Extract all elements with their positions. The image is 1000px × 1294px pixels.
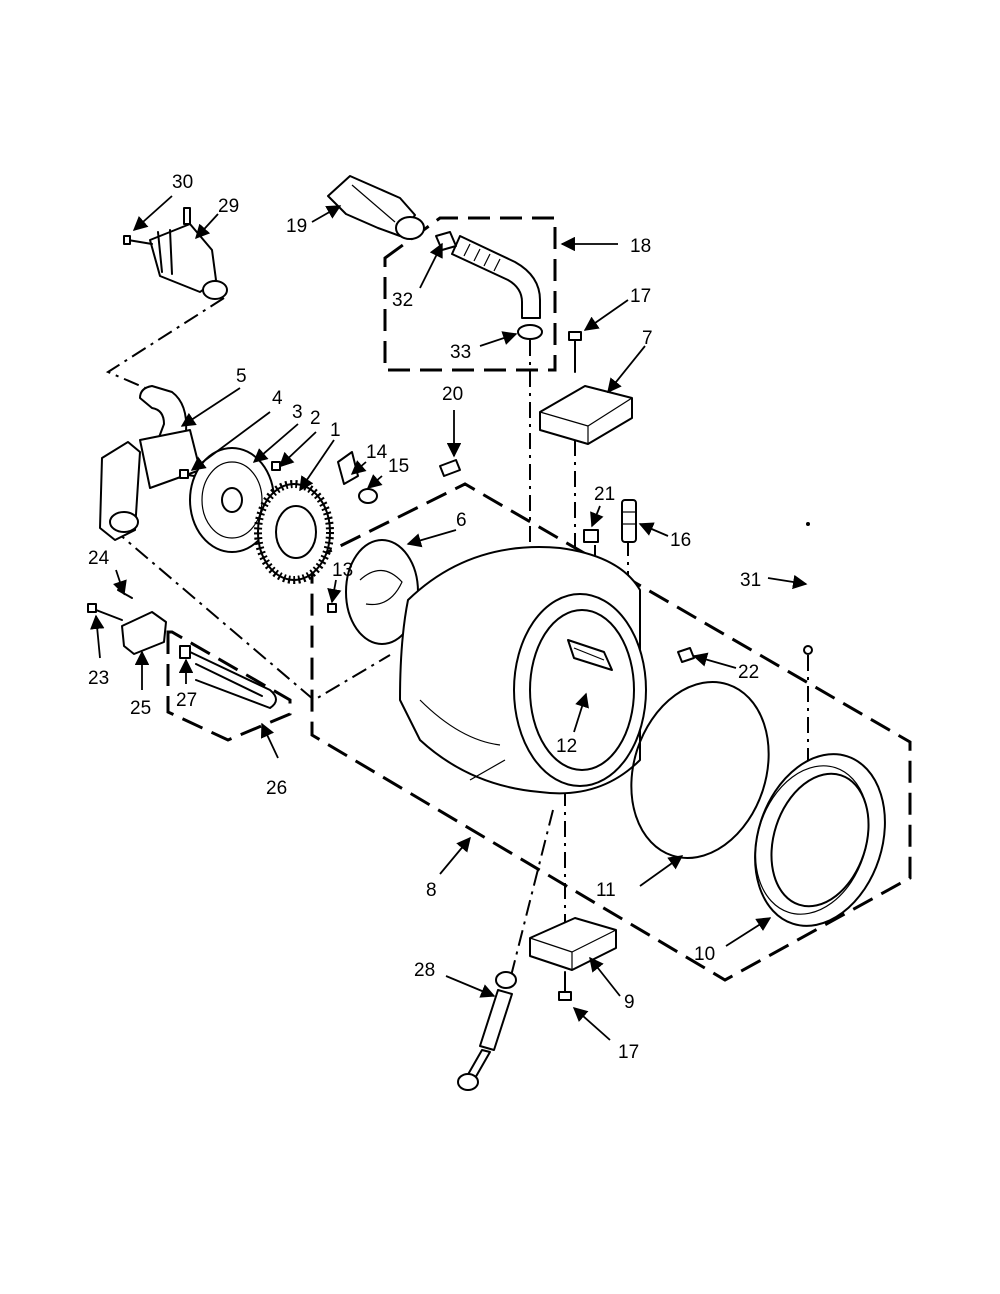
clip-15	[358, 488, 378, 504]
callout-21: 21	[594, 484, 615, 505]
callout-5: 5	[236, 366, 247, 387]
tub-bracket-top	[539, 385, 633, 445]
shock-centre-line	[509, 809, 554, 981]
screw-13	[327, 603, 337, 613]
callout-23: 23	[88, 668, 109, 689]
callout-16: 16	[670, 530, 691, 551]
outer-tub-8	[399, 546, 647, 795]
stator-1	[254, 480, 334, 584]
callout-17-top: 17	[630, 286, 651, 307]
baffle-12	[567, 639, 613, 671]
callout-8: 8	[426, 880, 437, 901]
callout-2: 2	[310, 408, 321, 429]
sensor-21	[583, 529, 599, 543]
callout-29: 29	[218, 196, 239, 217]
callout-labels: 30 29 19 18 32 17 33 7 5 4 3 2 1 14 15 2…	[88, 172, 761, 1063]
callout-3: 3	[292, 402, 303, 423]
callout-30: 30	[172, 172, 193, 193]
callout-24: 24	[88, 548, 110, 569]
callout-7: 7	[642, 328, 653, 349]
bolt-17-top	[568, 331, 582, 373]
callout-25: 25	[130, 698, 151, 719]
callout-26: 26	[266, 778, 287, 799]
callout-12: 12	[556, 736, 577, 757]
callout-14: 14	[366, 442, 388, 463]
tub-bracket-bottom	[529, 917, 617, 971]
callout-31: 31	[740, 570, 761, 591]
callout-27: 27	[176, 690, 197, 711]
damper-16	[621, 499, 637, 543]
hose-centre-line	[105, 297, 225, 391]
assembly-box-26	[166, 630, 292, 742]
bolt-17-bottom	[558, 971, 572, 1001]
shock-absorber-28	[457, 971, 517, 1091]
callout-9: 9	[624, 992, 635, 1013]
callout-19: 19	[286, 216, 307, 237]
callout-6: 6	[456, 510, 467, 531]
screw-31	[803, 522, 813, 655]
callout-32: 32	[392, 290, 413, 311]
tub-ring-10	[754, 753, 886, 927]
callout-17-bottom: 17	[618, 1042, 639, 1063]
callout-10: 10	[694, 944, 715, 965]
screw-23	[87, 603, 123, 621]
clip-20	[439, 459, 461, 477]
callout-13: 13	[332, 560, 353, 581]
drain-hose	[451, 235, 541, 319]
inlet-duct	[327, 175, 425, 240]
callout-11: 11	[596, 880, 616, 901]
callout-28: 28	[414, 960, 435, 981]
sensor-14	[337, 451, 359, 485]
callout-15: 15	[388, 456, 409, 477]
callout-20: 20	[442, 384, 463, 405]
callout-18: 18	[630, 236, 651, 257]
pump-bracket-25	[121, 611, 167, 655]
assembly-box-8	[310, 482, 912, 982]
leader-arrows	[90, 195, 808, 1041]
heater-element-27	[179, 645, 277, 709]
screw-30	[123, 235, 153, 245]
callout-1: 1	[330, 420, 341, 441]
callout-33: 33	[450, 342, 471, 363]
callout-22: 22	[738, 662, 759, 683]
callout-4: 4	[272, 388, 283, 409]
assembly-box-18	[383, 216, 557, 372]
pump-inlet-housing	[149, 207, 228, 300]
hose-clamp-32	[435, 231, 457, 251]
drain-pump	[99, 429, 201, 541]
pump-centre-line	[111, 527, 391, 702]
hose-clamp-33	[517, 324, 543, 340]
clip-22	[677, 647, 695, 663]
screw-24	[117, 589, 133, 599]
